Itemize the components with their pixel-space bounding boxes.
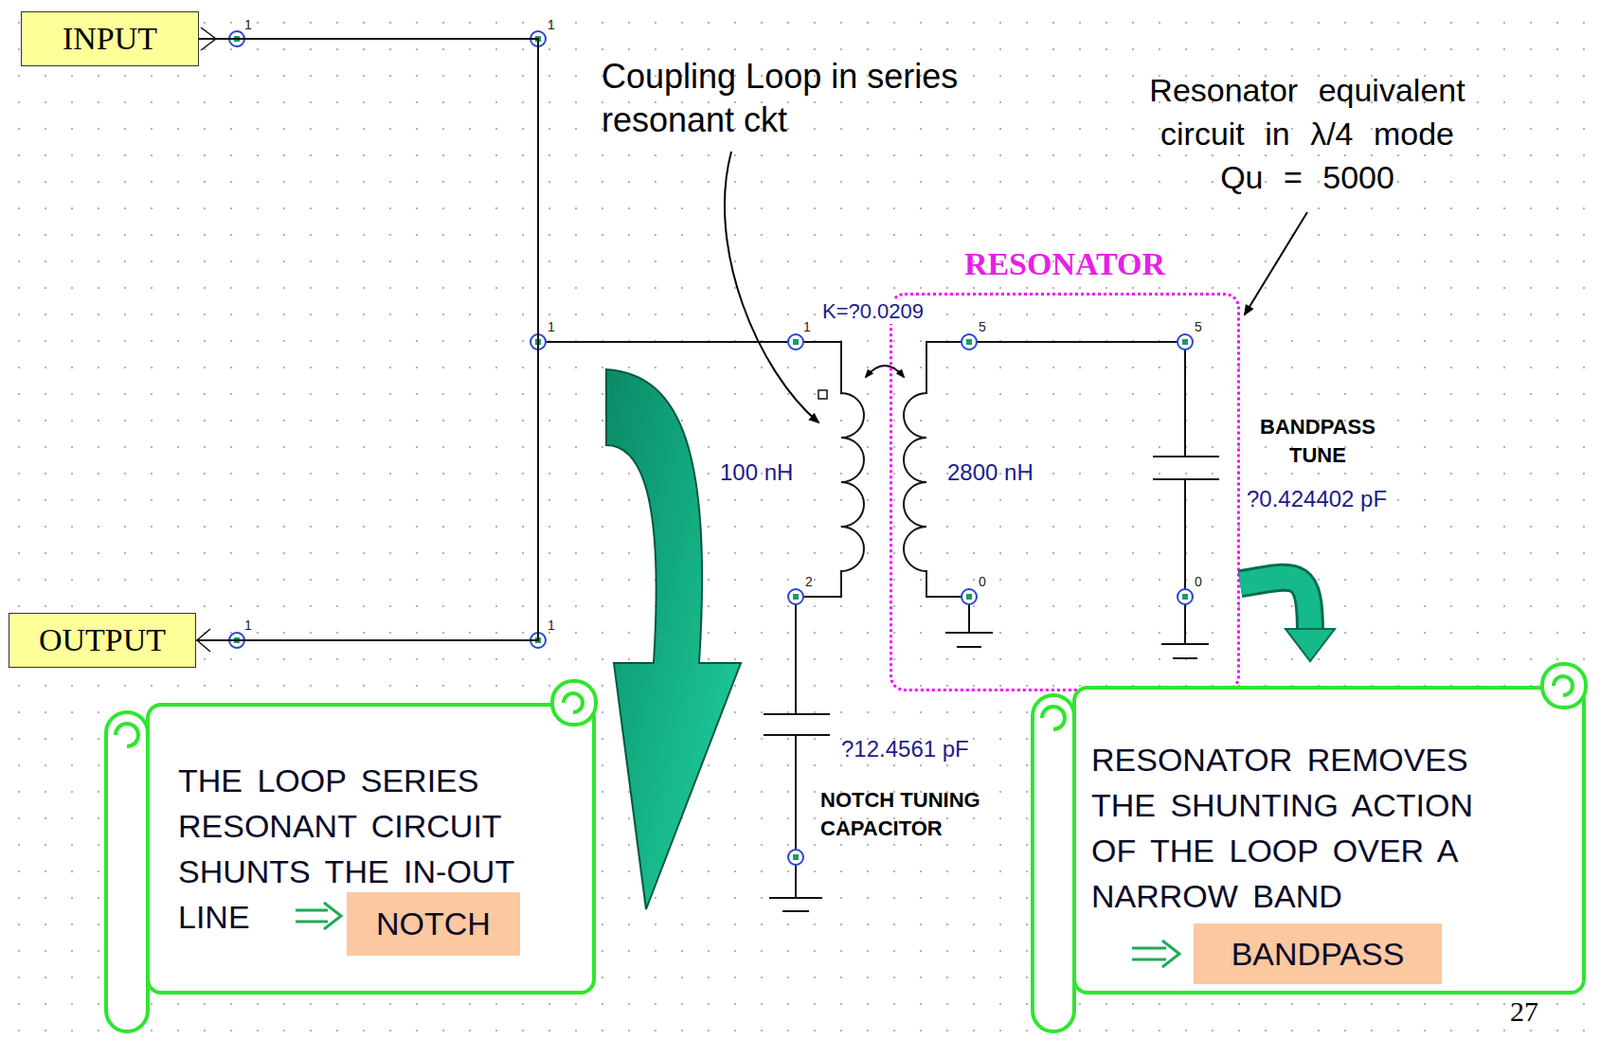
connector (1240, 577, 1335, 662)
input-port: INPUT (20, 11, 199, 67)
component-note: BANDPASS TUNE (1246, 413, 1389, 470)
scroll-part (106, 712, 148, 1032)
note-scroll: THE LOOP SERIES RESONANT CIRCUIT SHUNTS … (102, 678, 602, 1036)
coupling-arrow (865, 365, 904, 378)
note-text: RESONATOR REMOVES THE SHUNTING ACTION OF… (1091, 737, 1509, 919)
region-heading: RESONATOR (892, 246, 1238, 283)
scroll-part (115, 723, 139, 747)
inductance-value: 100 nH (719, 458, 793, 486)
pin-number: 1 (244, 617, 252, 634)
resonator-region: RESONATOR (889, 292, 1241, 692)
output-port: OUTPUT (8, 612, 197, 668)
result-tag: NOTCH (346, 892, 521, 956)
resonator-inductor (903, 341, 993, 648)
scroll-part (1032, 695, 1075, 1032)
pin-number: 5 (978, 319, 987, 336)
annotation-text: Coupling Loop in series resonant ckt (601, 54, 1000, 143)
implies-arrow (295, 902, 342, 930)
page-number: 27 (1508, 994, 1541, 1029)
bandpass-capacitor (1152, 341, 1220, 659)
pin-number: 0 (978, 574, 987, 591)
coupling-factor: K=?0.0209 (820, 299, 926, 324)
annotation-text: Resonator equivalent circuit in λ/4 mode… (1132, 68, 1483, 199)
component-note: NOTCH TUNING CAPACITOR (820, 786, 1025, 844)
notch-capacitor (763, 596, 830, 912)
pin-number: 1 (244, 17, 252, 34)
result-label: BANDPASS (1231, 935, 1405, 973)
pin-number: 1 (547, 617, 556, 634)
note-scroll: RESONATOR REMOVES THE SHUNTING ACTION OF… (1028, 661, 1592, 1036)
port-label: INPUT (62, 20, 158, 57)
scroll-part (563, 693, 583, 713)
pin-number: 5 (1194, 319, 1203, 336)
port-label: OUTPUT (38, 622, 166, 659)
pin-number: 1 (547, 17, 556, 34)
leader-line (724, 151, 819, 423)
pin-number: 2 (805, 574, 813, 591)
scroll-part (552, 681, 596, 725)
result-label: NOTCH (376, 905, 491, 943)
inductance-value: 2800 nH (947, 458, 1034, 486)
capacitance-value: ?0.424402 pF (1244, 485, 1389, 513)
coupling-loop-inductor (795, 341, 864, 597)
scroll-part (1042, 706, 1065, 730)
leader-line (1244, 212, 1308, 315)
scroll-part (147, 704, 594, 993)
scroll-part (1553, 676, 1573, 696)
pin-number: 0 (1194, 574, 1203, 591)
result-tag: BANDPASS (1193, 923, 1442, 985)
pin-number: 1 (803, 319, 811, 336)
connector (196, 38, 539, 641)
scroll-part (1542, 664, 1586, 708)
scroll-part (1074, 687, 1584, 993)
capacitance-value: ?12.4561 pF (841, 735, 970, 763)
notch-arrow (606, 369, 741, 910)
pin-number: 1 (547, 319, 556, 336)
implies-arrow (1132, 940, 1180, 968)
